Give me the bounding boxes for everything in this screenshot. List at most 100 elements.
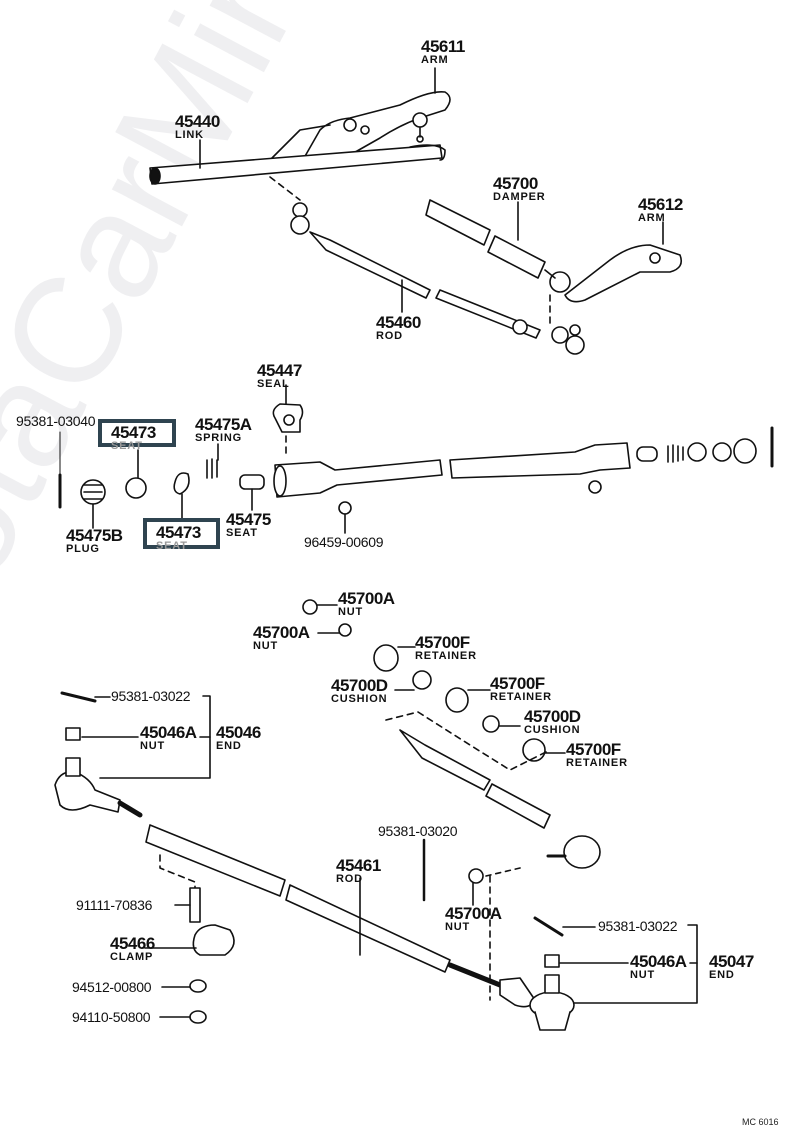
- part-name: CUSHION: [331, 693, 388, 705]
- leader-lines-bottom: [60, 691, 698, 1004]
- part-name: NUT: [338, 606, 364, 618]
- part-name: ROD: [376, 330, 403, 342]
- part-number: 45700A: [445, 904, 502, 923]
- part-number: 91111-70836: [76, 897, 153, 913]
- part-number: 45700D: [524, 707, 581, 726]
- label-45475: 45475 SEAT: [226, 511, 271, 539]
- label-45466: 45466 CLAMP: [110, 935, 155, 963]
- drag-link-shape: [272, 384, 774, 534]
- part-number: 94110-50800: [72, 1009, 151, 1025]
- diagram-code: MC 6016: [742, 1117, 779, 1127]
- part-name: LINK: [175, 129, 204, 141]
- highlight-box-45473-bottom: [143, 518, 220, 549]
- part-number: 94512-00800: [72, 979, 152, 995]
- label-95381-03022-right: 95381-03022: [598, 918, 678, 934]
- part-number: 45473: [156, 523, 201, 542]
- label-45475A: 45475A SPRING: [195, 416, 252, 444]
- label-45700D-2: 45700D CUSHION: [524, 708, 581, 736]
- part-name: RETAINER: [415, 650, 477, 662]
- part-name: NUT: [445, 921, 471, 933]
- label-45460: 45460 ROD: [376, 314, 421, 342]
- label-95381-03022-left: 95381-03022: [111, 688, 191, 704]
- left-small-parts-shape: [58, 431, 265, 529]
- label-45046A-left: 45046A NUT: [140, 724, 197, 752]
- label-45447: 45447 SEAL: [257, 362, 302, 390]
- part-number: 45046: [216, 723, 261, 742]
- part-name: END: [216, 740, 242, 752]
- tie-rod-shape: [54, 757, 575, 1031]
- label-45700D-1: 45700D CUSHION: [331, 677, 388, 705]
- label-45047: 45047 END: [709, 953, 754, 981]
- part-name: ARM: [638, 212, 666, 224]
- part-name: CUSHION: [524, 724, 581, 736]
- label-45700: 45700 DAMPER: [493, 175, 545, 203]
- label-45700A-1: 45700A NUT: [338, 590, 395, 618]
- part-name: SEAT: [111, 440, 143, 452]
- part-number: 45475: [226, 510, 271, 529]
- label-45700F-2: 45700F RETAINER: [490, 675, 552, 703]
- part-number: 45473: [111, 423, 156, 442]
- part-number: 45460: [376, 313, 421, 332]
- part-number: 45046A: [140, 723, 197, 742]
- part-number: 45700A: [338, 589, 395, 608]
- part-name: SEAT: [226, 527, 258, 539]
- arm-45612-shape: [564, 221, 683, 303]
- part-name: SPRING: [195, 432, 242, 444]
- part-name: ROD: [336, 873, 363, 885]
- part-name: ARM: [421, 54, 449, 66]
- part-number: 45700: [493, 174, 538, 193]
- part-name: PLUG: [66, 543, 100, 555]
- part-number: 45447: [257, 361, 302, 380]
- part-number: 45612: [638, 195, 683, 214]
- part-name: RETAINER: [490, 691, 552, 703]
- label-45461: 45461 ROD: [336, 857, 381, 885]
- part-number: 95381-03040: [16, 413, 96, 429]
- part-number: 45700F: [566, 740, 621, 759]
- part-name: NUT: [253, 640, 279, 652]
- label-45700A-2: 45700A NUT: [253, 624, 310, 652]
- label-94110-50800: 94110-50800: [72, 1010, 150, 1024]
- part-number: 45046A: [630, 952, 687, 971]
- highlight-box-45473-top: [98, 419, 176, 447]
- part-number: 96459-00609: [304, 534, 384, 550]
- part-number: 45475A: [195, 415, 252, 434]
- link-45440-shape: [149, 139, 446, 201]
- label-45611: 45611 ARM: [421, 38, 465, 66]
- label-45473-bottom[interactable]: 45473 SEAT: [156, 524, 201, 552]
- label-45473-top[interactable]: 45473 SEAT: [111, 424, 156, 452]
- part-number: 45461: [336, 856, 381, 875]
- label-96459-00609: 96459-00609: [304, 534, 384, 550]
- part-number: 95381-03022: [598, 918, 678, 934]
- part-number: 45466: [110, 934, 155, 953]
- part-name: SEAT: [156, 540, 188, 552]
- part-number: 45700F: [415, 633, 470, 652]
- label-45700A-3: 45700A NUT: [445, 905, 502, 933]
- part-number: 45700D: [331, 676, 388, 695]
- part-name: SEAL: [257, 378, 290, 390]
- part-number: 95381-03022: [111, 688, 191, 704]
- part-number: 45440: [175, 112, 220, 131]
- part-name: CLAMP: [110, 951, 154, 963]
- part-name: NUT: [140, 740, 166, 752]
- part-number: 45700A: [253, 623, 310, 642]
- part-name: RETAINER: [566, 757, 628, 769]
- damper-bushings-shape: [302, 599, 601, 869]
- part-number: 45611: [421, 37, 465, 56]
- part-number: 95381-03020: [378, 823, 458, 839]
- label-94512-00800: 94512-00800: [72, 979, 152, 995]
- clamp-hardware-shape: [144, 887, 235, 1024]
- label-45700F-3: 45700F RETAINER: [566, 741, 628, 769]
- part-name: END: [709, 969, 735, 981]
- label-95381-03040: 95381-03040: [16, 413, 96, 429]
- part-number: 45700F: [490, 674, 545, 693]
- rod-45460-shape: [290, 202, 585, 355]
- part-number: 45047: [709, 952, 754, 971]
- label-45440: 45440 LINK: [175, 113, 220, 141]
- label-95381-03020: 95381-03020: [378, 823, 458, 839]
- label-45700F-1: 45700F RETAINER: [415, 634, 477, 662]
- label-45046: 45046 END: [216, 724, 261, 752]
- part-name: DAMPER: [493, 191, 546, 203]
- part-name: NUT: [630, 969, 656, 981]
